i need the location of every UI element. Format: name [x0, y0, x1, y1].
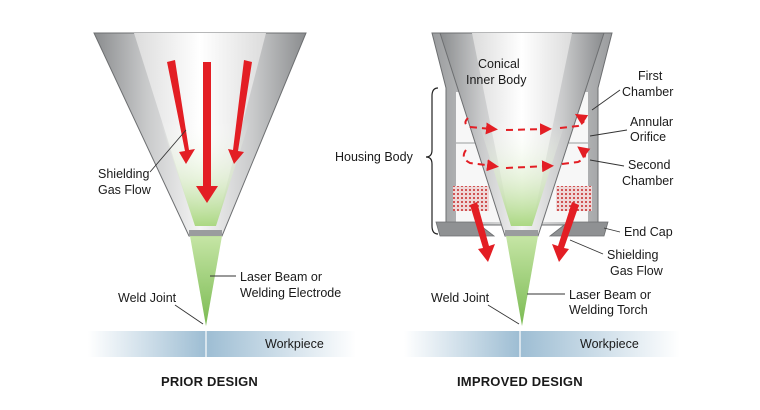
svg-text:Shielding: Shielding: [607, 248, 658, 262]
first-chamber-label: First Chamber: [622, 69, 673, 99]
svg-text:Welding Electrode: Welding Electrode: [240, 286, 341, 300]
conical-inner-body-label: Conical Inner Body: [466, 57, 527, 87]
prior-workpiece: [88, 331, 356, 357]
prior-workpiece-label: Workpiece: [265, 337, 324, 351]
housing-brace: [425, 87, 439, 235]
prior-beam-label: Laser Beam or Welding Electrode: [240, 270, 341, 300]
svg-text:Laser Beam or: Laser Beam or: [240, 270, 322, 284]
improved-design-caption: IMPROVED DESIGN: [457, 374, 583, 389]
end-cap-label: End Cap: [624, 225, 673, 239]
prior-shielding-label: Shielding Gas Flow: [98, 167, 152, 197]
annular-orifice-label: Annular Orifice: [630, 115, 673, 144]
svg-text:Chamber: Chamber: [622, 85, 673, 99]
improved-beam-label: Laser Beam or Welding Torch: [569, 288, 651, 317]
housing-body-label: Housing Body: [335, 150, 414, 164]
improved-workpiece: [404, 331, 680, 357]
svg-text:Chamber: Chamber: [622, 174, 673, 188]
chamber-flow-arrows: [462, 113, 591, 173]
svg-text:Shielding: Shielding: [98, 167, 149, 181]
prior-design-caption: PRIOR DESIGN: [161, 374, 258, 389]
improved-laser-beam: [506, 236, 538, 326]
svg-text:Inner Body: Inner Body: [466, 73, 527, 87]
improved-design: Conical Inner Body Housing Body First Ch…: [335, 32, 680, 389]
improved-shielding-label: Shielding Gas Flow: [607, 248, 664, 278]
prior-weld-joint-label: Weld Joint: [118, 291, 177, 305]
svg-text:Gas Flow: Gas Flow: [98, 183, 152, 197]
improved-workpiece-label: Workpiece: [580, 337, 639, 351]
svg-text:Orifice: Orifice: [630, 130, 666, 144]
improved-weld-joint-label: Weld Joint: [431, 291, 490, 305]
prior-laser-beam: [190, 236, 222, 326]
improved-gas-flow-arrows: [470, 202, 579, 262]
svg-text:Laser Beam or: Laser Beam or: [569, 288, 651, 302]
prior-gas-flow-arrows: [167, 60, 252, 203]
svg-text:Second: Second: [628, 158, 670, 172]
second-chamber-label: Second Chamber: [622, 158, 673, 188]
svg-text:First: First: [638, 69, 663, 83]
svg-text:Annular: Annular: [630, 115, 673, 129]
svg-text:Welding Torch: Welding Torch: [569, 303, 648, 317]
prior-design: Shielding Gas Flow Laser Beam or Welding…: [88, 32, 356, 389]
prior-nozzle: [93, 32, 307, 237]
svg-text:Gas Flow: Gas Flow: [610, 264, 664, 278]
svg-text:Conical: Conical: [478, 57, 520, 71]
